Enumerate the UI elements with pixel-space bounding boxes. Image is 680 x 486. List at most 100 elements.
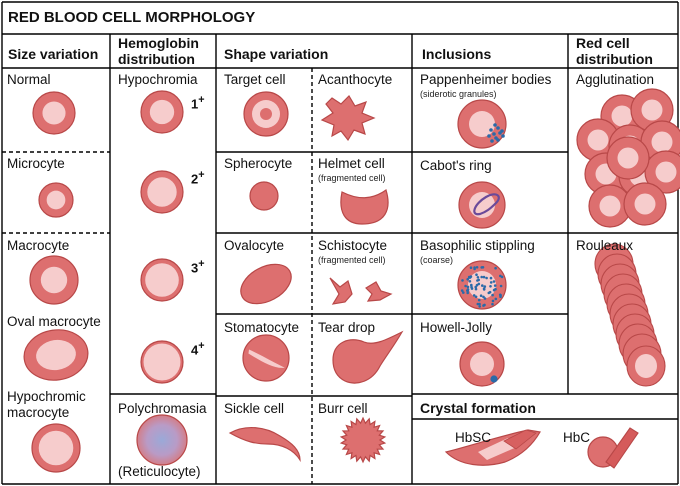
- label-normal: Normal: [7, 72, 51, 87]
- stipple-dot-36: [478, 302, 481, 306]
- label-sickle-cell: Sickle cell: [224, 401, 285, 416]
- agglutination-cell-2-pallor: [587, 129, 609, 151]
- rouleaux-pallor-10: [635, 354, 657, 378]
- stipple-dot-38: [499, 274, 502, 278]
- hypochromic-macrocyte-cell-pallor: [38, 430, 74, 466]
- stipple-dot-15: [475, 273, 478, 277]
- stipple-dot-34: [479, 294, 483, 298]
- header-red-cell-line2: distribution: [576, 51, 653, 67]
- agglutination-cell-7-pallor: [655, 161, 677, 183]
- rouleaux-cell-10: [626, 345, 666, 387]
- hypochromia-grade-2-cell-pallor: [147, 177, 177, 207]
- agglutination-cell-7: [644, 150, 680, 194]
- microcyte-cell-pallor: [46, 190, 66, 210]
- agglutination-cell-9: [623, 182, 667, 226]
- siderotic-granule-9: [496, 138, 500, 142]
- howell-jolly-pallor: [470, 352, 494, 376]
- stipple-dot-54: [469, 266, 473, 270]
- hbc-crystal: [587, 427, 639, 469]
- stipple-dot-49: [467, 275, 471, 279]
- label-hypochromic-line1: Hypochromic: [7, 389, 86, 404]
- hypochromia-grade-4-cell-pallor: [143, 343, 181, 381]
- grade-2-label: 2+: [191, 169, 205, 187]
- stipple-dot-37: [494, 266, 497, 270]
- polychromasia-cell: [136, 414, 188, 466]
- header-size-variation: Size variation: [8, 46, 99, 62]
- siderotic-granule-10: [501, 134, 505, 138]
- label-hbc: HbC: [563, 430, 591, 445]
- spherocyte-cell: [249, 181, 279, 211]
- stipple-dot-59: [485, 276, 488, 280]
- stipple-dot-16: [491, 302, 494, 306]
- normal-cell-pallor: [42, 101, 66, 125]
- pappenheimer-pallor: [469, 111, 495, 137]
- howell-jolly-body: [490, 375, 498, 383]
- label-hbsc: HbSC: [455, 430, 492, 445]
- label-polychromasia: Polychromasia: [118, 401, 207, 416]
- stipple-dot-40: [477, 282, 481, 286]
- microcyte-cell: [38, 182, 74, 218]
- stipple-dot-58: [461, 279, 464, 282]
- macrocyte-cell: [29, 255, 79, 305]
- siderotic-granule-0: [489, 128, 493, 132]
- note-helmet-fragmented: (fragmented cell): [318, 173, 386, 183]
- stipple-dot-39: [480, 266, 484, 269]
- label-hypochromia: Hypochromia: [118, 72, 198, 87]
- stipple-dot-45: [493, 284, 497, 287]
- stipple-dot-44: [478, 305, 482, 308]
- cell-drawings: [23, 88, 680, 473]
- siderotic-granule-7: [500, 129, 504, 133]
- hypochromia-grade-3-cell: [140, 258, 184, 302]
- siderotic-granule-5: [487, 134, 491, 138]
- stipple-dot-50: [494, 297, 498, 301]
- note-coarse: (coarse): [420, 255, 454, 265]
- siderotic-granule-1: [492, 132, 496, 136]
- label-helmet-cell: Helmet cell: [318, 156, 385, 171]
- label-basophilic-stippling: Basophilic stippling: [420, 238, 535, 253]
- agglutination-cell-10: [606, 136, 650, 180]
- stipple-dot-66: [476, 279, 479, 282]
- hypochromia-grade-4-cell: [140, 340, 184, 384]
- stipple-dot-33: [466, 288, 470, 291]
- stipple-dot-30: [492, 280, 496, 283]
- hbsc-crystal: [444, 429, 541, 466]
- label-agglutination: Agglutination: [576, 72, 655, 87]
- stipple-dot-65: [481, 284, 484, 287]
- cabots-ring-cell: [458, 181, 506, 229]
- hbsc-crystal-bar: [503, 429, 537, 450]
- label-oval-macrocyte: Oval macrocyte: [7, 314, 101, 329]
- target-center: [260, 108, 272, 120]
- agglutination-cell-1-pallor: [641, 99, 663, 121]
- header-red-cell-line1: Red cell: [576, 35, 630, 51]
- label-howell-jolly: Howell-Jolly: [420, 320, 493, 335]
- stipple-dot-57: [483, 285, 487, 288]
- stipple-dot-68: [466, 285, 470, 289]
- label-macrocyte: Macrocyte: [7, 238, 70, 253]
- target-cell: [243, 91, 289, 137]
- label-spherocyte: Spherocyte: [224, 156, 293, 171]
- stipple-dot-26: [487, 291, 491, 295]
- basophilic-stippling-cell: [457, 260, 507, 310]
- stomatocyte-cell: [242, 334, 290, 382]
- oval-macrocyte-pallor: [36, 339, 76, 371]
- tear-drop-cell: [332, 330, 404, 384]
- stipple-dot-43: [473, 266, 476, 269]
- label-burr-cell: Burr cell: [318, 401, 368, 416]
- grade-4-label: 4+: [191, 340, 205, 358]
- agglutination-cell-10-pallor: [617, 147, 639, 169]
- stipple-dot-0: [464, 284, 467, 288]
- stipple-dot-14: [466, 291, 470, 295]
- siderotic-granule-6: [493, 123, 497, 127]
- label-schistocyte: Schistocyte: [318, 238, 388, 253]
- stipple-dot-47: [499, 295, 502, 299]
- pappenheimer-cell: [457, 99, 507, 149]
- hypochromia-grade-3-cell-pallor: [145, 263, 179, 297]
- stipple-dot-53: [475, 266, 479, 269]
- agglutination-cell-0-pallor: [611, 105, 633, 127]
- schistocyte-fragment-1: [329, 277, 353, 305]
- header-hemoglobin-line2: distribution: [118, 51, 195, 67]
- ovalocyte-membrane: [240, 263, 292, 305]
- stipple-dot-7: [470, 283, 473, 287]
- label-hypochromic-line2: macrocyte: [7, 405, 70, 420]
